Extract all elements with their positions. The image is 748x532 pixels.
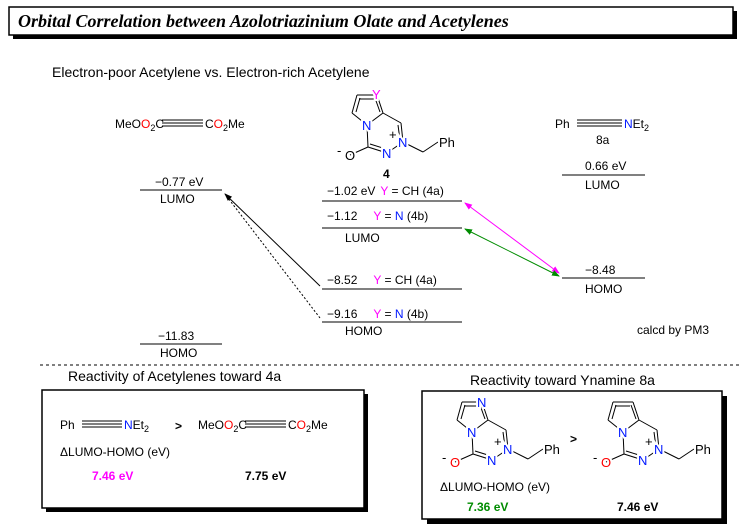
subtitle: Electron-poor Acetylene vs. Electron-ric… [52, 64, 370, 80]
right-value-4a: 7.46 eV [617, 500, 658, 514]
title-box [8, 6, 734, 36]
interaction-arrow-green [464, 228, 560, 277]
svg-text:CO2Me: CO2Me [288, 418, 328, 434]
svg-text:HOMO: HOMO [345, 324, 382, 338]
compound-4b-structure: N N N + N - O Ph [440, 393, 562, 472]
svg-text:−8.48: −8.48 [585, 263, 616, 277]
svg-text:N: N [398, 135, 407, 150]
dmad-homo-level: −11.83 HOMO [140, 329, 222, 360]
right-delta-label: ΔLUMO-HOMO (eV) [440, 480, 550, 494]
compound-4a-structure: N N + N - O Ph [591, 401, 713, 472]
svg-text:+: + [645, 434, 653, 449]
ynamine-structure: Ph NEt2 8a [555, 117, 649, 147]
svg-text:O: O [601, 455, 611, 470]
svg-text:0.66 eV: 0.66 eV [585, 159, 626, 173]
interaction-arrow-magenta [464, 202, 560, 274]
svg-text:N: N [477, 395, 486, 410]
svg-text:HOMO: HOMO [160, 346, 197, 360]
svg-text:−1.12Y = N (4b): −1.12Y = N (4b) [327, 209, 428, 223]
method-note: calcd by PM3 [637, 323, 709, 337]
svg-text:Ph: Ph [439, 135, 455, 150]
svg-text:Ph: Ph [555, 117, 570, 131]
svg-text:8a: 8a [596, 133, 610, 147]
svg-text:−11.83: −11.83 [158, 329, 194, 343]
svg-text:MeOO2C: MeOO2C [115, 117, 164, 133]
interaction-arrow-4a [224, 193, 321, 287]
compound-4-structure: Y N N + N - O Ph 4 [335, 85, 457, 181]
left-delta-label: ΔLUMO-HOMO (eV) [60, 445, 170, 459]
svg-text:Y: Y [372, 87, 381, 102]
left-dmad: MeOO2C CO2Me [198, 418, 328, 434]
svg-text:-: - [337, 143, 341, 158]
left-value-dmad: 7.75 eV [245, 469, 286, 483]
dmad-structure: MeOO2C CO2Me [115, 117, 245, 133]
svg-text:HOMO: HOMO [585, 282, 622, 296]
left-ynamine: Ph NEt2 [60, 418, 149, 434]
svg-text:N: N [618, 425, 627, 440]
svg-text:MeOO2C: MeOO2C [198, 418, 247, 434]
svg-text:LUMO: LUMO [345, 231, 380, 245]
left-value-ynamine: 7.46 eV [92, 469, 133, 483]
svg-text:LUMO: LUMO [585, 178, 620, 192]
page-title: Orbital Correlation between Azolotriazin… [18, 11, 509, 31]
svg-text:N: N [362, 118, 371, 133]
svg-text:4: 4 [383, 167, 390, 181]
svg-text:+: + [494, 434, 502, 449]
svg-text:N: N [654, 442, 663, 457]
interaction-arrow-4b-dotted [227, 197, 321, 319]
ynamine-homo-level: −8.48 HOMO [562, 263, 645, 296]
svg-text:-: - [442, 450, 446, 465]
greater-than-right: > [570, 432, 577, 446]
right-panel-heading: Reactivity toward Ynamine 8a [470, 372, 655, 388]
svg-text:CO2Me: CO2Me [205, 117, 245, 133]
svg-text:N: N [467, 425, 476, 440]
svg-text:N: N [638, 453, 647, 468]
svg-text:Ph: Ph [695, 442, 711, 457]
svg-text:−8.52Y = CH (4a): −8.52Y = CH (4a) [327, 273, 437, 287]
svg-text:O: O [345, 148, 355, 163]
svg-text:-: - [593, 450, 597, 465]
svg-text:N: N [382, 146, 391, 161]
svg-text:Ph: Ph [544, 442, 560, 457]
svg-text:Ph: Ph [60, 418, 75, 432]
dmad-lumo-level: −0.77 eV LUMO [140, 175, 222, 206]
left-panel-heading: Reactivity of Acetylenes toward 4a [68, 368, 281, 384]
svg-text:−1.02 eVY = CH (4a): −1.02 eVY = CH (4a) [327, 184, 444, 198]
ynamine-lumo-level: 0.66 eV LUMO [562, 159, 645, 192]
right-value-4b: 7.36 eV [467, 500, 508, 514]
svg-text:N: N [503, 442, 512, 457]
svg-text:NEt2: NEt2 [624, 117, 649, 133]
svg-text:−0.77 eV: −0.77 eV [155, 175, 203, 189]
svg-text:−9.16Y = N (4b): −9.16Y = N (4b) [327, 307, 428, 321]
svg-text:N: N [487, 453, 496, 468]
svg-text:O: O [450, 455, 460, 470]
svg-text:LUMO: LUMO [160, 192, 195, 206]
svg-text:+: + [389, 127, 397, 142]
greater-than: > [175, 419, 182, 433]
left-panel-box [41, 389, 365, 509]
svg-text:NEt2: NEt2 [124, 418, 149, 434]
